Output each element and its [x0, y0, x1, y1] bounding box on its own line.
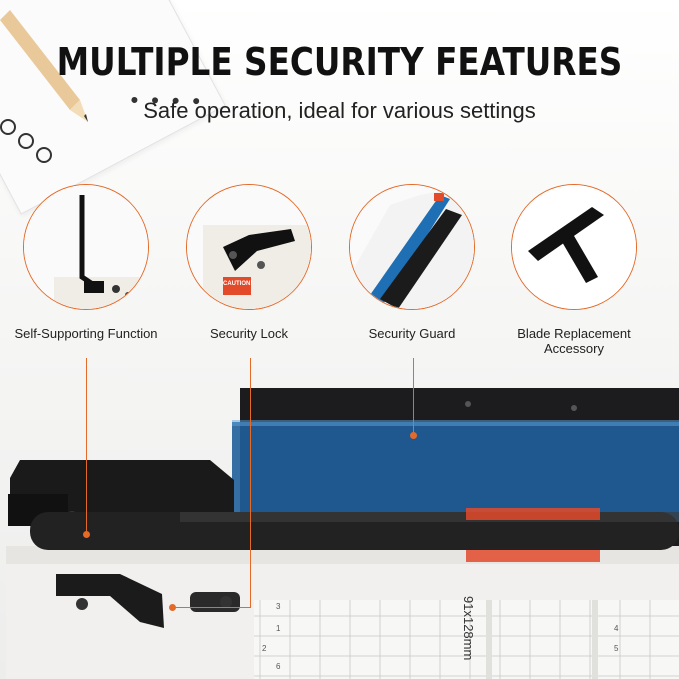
callout-line	[413, 358, 414, 434]
ruler-number: 4	[614, 624, 619, 633]
feature-label: Security Guard	[368, 326, 456, 341]
callout-line	[86, 358, 87, 534]
feature-blade-replacement: Blade Replacement Accessory	[499, 184, 649, 356]
ruler-number: 2	[262, 644, 267, 653]
feature-security-lock: CAUTION! Security Lock	[174, 184, 324, 341]
feature-label: Blade Replacement Accessory	[517, 326, 631, 356]
feature-image-circle	[511, 184, 637, 310]
lock-icon	[187, 185, 311, 309]
feature-image-circle	[349, 184, 475, 310]
page-title: MULTIPLE SECURITY FEATURES	[56, 40, 623, 84]
feature-security-guard: Security Guard	[337, 184, 487, 341]
caution-label: CAUTION!	[223, 281, 253, 287]
feature-image-circle	[23, 184, 149, 310]
feature-label: Self-Supporting Function	[14, 326, 158, 341]
base-measure-label: 91x128mm	[461, 596, 476, 661]
t-handle-tool-icon	[512, 185, 636, 309]
support-rod-icon	[24, 185, 148, 309]
paper-cutter-image	[6, 388, 679, 679]
ruler-number: 1	[276, 624, 281, 633]
callout-dot	[169, 604, 176, 611]
guard-icon	[350, 185, 474, 309]
feature-label: Security Lock	[209, 326, 289, 341]
spiral-rings	[0, 119, 52, 163]
callout-line	[172, 607, 250, 608]
callout-dot	[83, 531, 90, 538]
feature-self-supporting: Self-Supporting Function	[11, 184, 161, 341]
pencil-icon	[0, 10, 88, 122]
ruler-number: 5	[614, 644, 619, 653]
callout-line	[250, 358, 251, 608]
ruler-number: 3	[276, 602, 281, 611]
callout-dot	[410, 432, 417, 439]
feature-image-circle: CAUTION!	[186, 184, 312, 310]
page-subtitle: Safe operation, ideal for various settin…	[143, 98, 536, 123]
ruler-number: 6	[276, 662, 281, 671]
